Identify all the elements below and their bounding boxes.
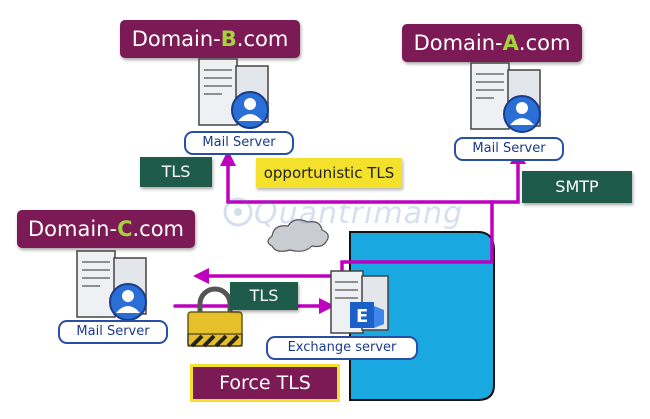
cloud-icon (267, 219, 329, 252)
exchange-server-icon: E (330, 270, 389, 334)
mail-server-c-label: Mail Server (58, 320, 168, 344)
smtp-box: SMTP (522, 171, 632, 203)
mail-server-c-icon (76, 250, 147, 321)
opportunistic-tls-box: opportunistic TLS (256, 158, 402, 188)
mail-server-b-icon (198, 58, 269, 129)
tls-c-box: TLS (230, 282, 298, 310)
route-main (226, 200, 494, 277)
lock-icon (187, 286, 243, 348)
route-to-a (490, 161, 520, 204)
domain-a-letter: A (502, 31, 519, 55)
tls-b-box: TLS (140, 157, 212, 187)
watermark-logo (223, 197, 253, 227)
mail-server-b-label: Mail Server (184, 131, 294, 155)
mail-server-a-icon (470, 62, 541, 133)
domain-a-label: Domain-A.com (402, 24, 582, 62)
domain-c-label: Domain-C.com (17, 210, 195, 248)
domain-b-label: Domain-B.com (120, 20, 300, 58)
domain-c-letter: C (117, 217, 133, 241)
svg-text:E: E (356, 306, 368, 327)
domain-b-letter: B (220, 27, 237, 51)
force-tls-box: Force TLS (190, 364, 340, 402)
exchange-server-label: Exchange server (266, 336, 418, 360)
watermark-text: Quantrimang (254, 196, 464, 231)
mail-server-a-label: Mail Server (454, 137, 564, 161)
